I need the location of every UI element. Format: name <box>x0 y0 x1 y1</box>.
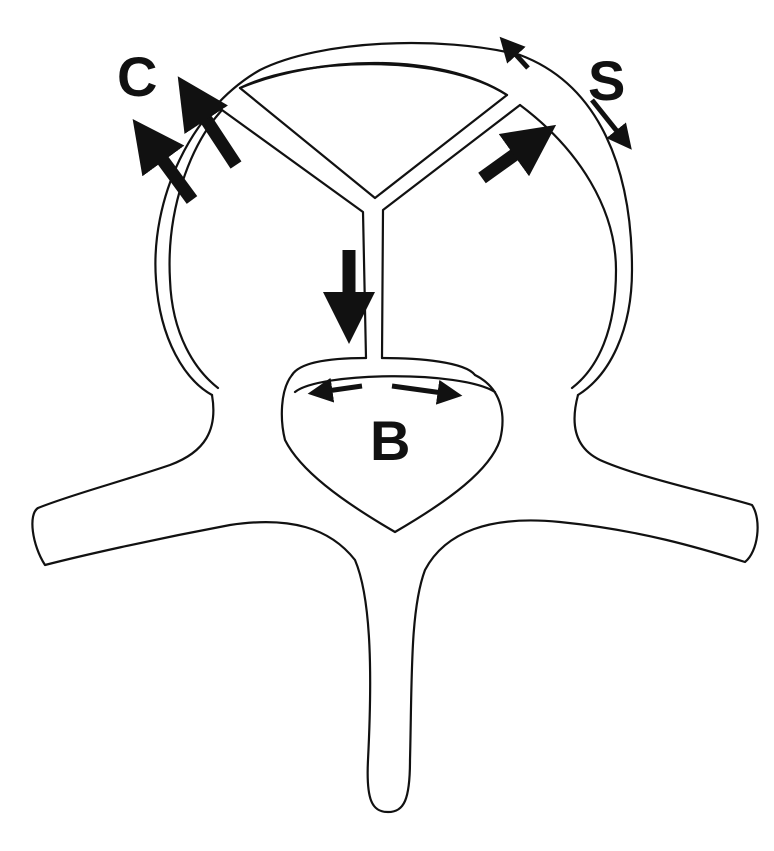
arrow-s-up <box>499 36 530 70</box>
arrow-c-2 <box>177 76 242 169</box>
left-strut <box>220 108 368 360</box>
label-b: B <box>370 409 410 472</box>
right-strut <box>380 103 522 360</box>
arrow-strut-right <box>478 124 557 184</box>
arch-inner <box>168 108 224 390</box>
vertebra-outline <box>31 393 759 814</box>
arrow-c-1 <box>132 119 198 204</box>
arch-inner-top <box>238 63 509 97</box>
label-c: C <box>117 45 157 108</box>
label-s: S <box>588 49 625 112</box>
arrow-s-down <box>590 98 632 150</box>
arch-outer <box>154 41 634 397</box>
arch-inner-right <box>518 103 618 390</box>
vertebral-body <box>280 373 504 534</box>
arrow-b-right <box>391 379 463 405</box>
lamina-triangle <box>238 61 509 200</box>
arrow-b-left <box>307 377 363 403</box>
endplate <box>290 356 477 377</box>
